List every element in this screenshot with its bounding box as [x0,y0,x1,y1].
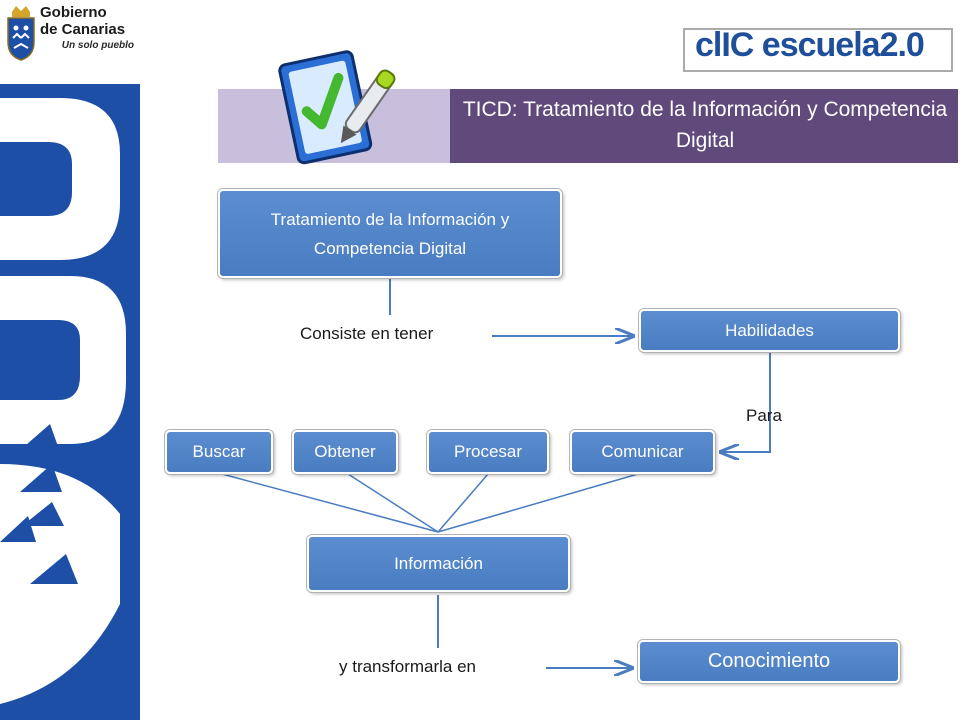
coat-of-arms-icon [7,6,35,61]
node-conocimiento: Conocimiento [638,640,900,683]
label-consiste-en-tener: Consiste en tener [300,324,434,343]
clic-escuela-logo-text: clIC escuela2.0 [695,26,925,64]
connector-procesar [437,473,489,533]
clic-escuela-logo [683,28,953,72]
logo-tagline: Un solo pueblo [61,40,134,51]
checklist-icon [278,50,396,165]
logo-line-2: de Canarias [40,21,126,38]
slide-title: TICD: Tratamiento de la Información y Co… [462,98,948,152]
connector-comunicar [437,473,639,533]
arrow-to-comunicar [721,352,771,452]
node-comunicar: Comunicar [570,430,715,474]
node-obtener: Obtener [292,430,398,474]
canarias-emblem-icon [0,98,126,704]
logo-blue-panel [0,84,140,720]
label-transformarla: y transformarla en [339,657,476,676]
node-buscar: Buscar [165,430,273,474]
node-habilidades: Habilidades [639,309,900,352]
government-logo-column: Gobierno de Canarias Un solo pueblo [0,0,142,720]
node-main-concept: Tratamiento de la Información y Competen… [218,189,562,278]
connector-obtener [347,473,439,533]
label-para: Para [746,406,782,425]
node-informacion: Información [307,535,570,592]
title-band-dark [450,89,958,163]
connector-buscar [221,473,439,533]
logo-line-1: Gobierno [40,4,107,21]
node-procesar: Procesar [427,430,549,474]
